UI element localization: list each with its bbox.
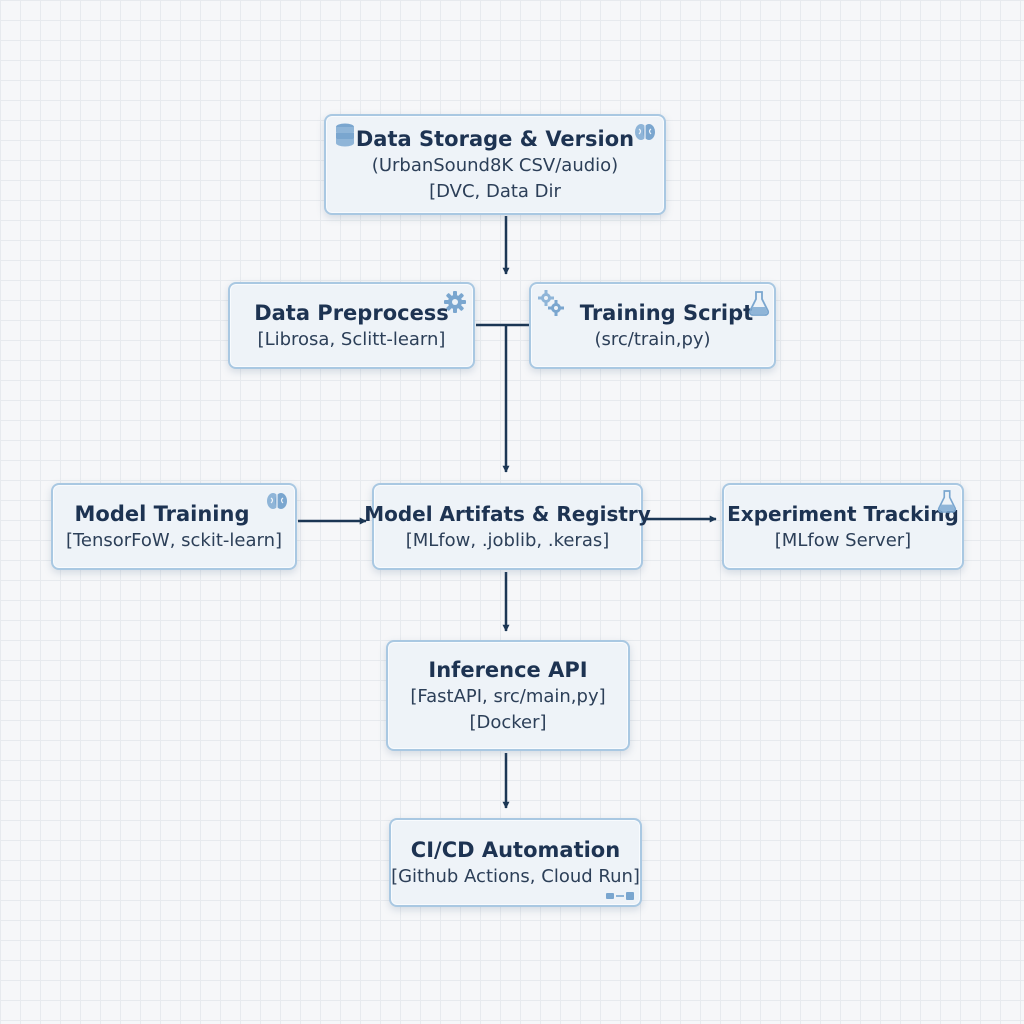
node-detail: [Docker]: [469, 711, 547, 733]
node-detail: [Github Actions, Cloud Run]: [391, 865, 640, 887]
node-detail: (src/train,py): [594, 328, 711, 350]
gears-icon: [538, 290, 564, 316]
flask-icon: [748, 291, 770, 316]
node-detail: [Librosa, Sclitt-learn]: [257, 328, 446, 350]
node-title: Data Preprocess: [254, 300, 449, 325]
node-detail: [MLfow, .joblib, .keras]: [405, 529, 610, 551]
node-detail: (UrbanSound8K CSV/audio): [371, 154, 619, 176]
pipeline-icon: [606, 892, 634, 900]
node-title: Training Script: [579, 300, 754, 325]
node-data-storage[interactable]: Data Storage & Version (UrbanSound8K CSV…: [324, 114, 666, 215]
gear-icon: [444, 291, 466, 313]
node-model-training[interactable]: Model Training [TensorFoW, sckit-learn]: [51, 483, 297, 570]
node-data-preprocess[interactable]: Data Preprocess [Librosa, Sclitt-learn]: [228, 282, 475, 369]
node-model-artifacts[interactable]: Model Artifats & Registry [MLfow, .jobli…: [364, 483, 651, 570]
node-title: Data Storage & Version: [355, 126, 635, 151]
brain-icon: [635, 124, 655, 140]
node-title: Experiment Tracking: [727, 501, 959, 526]
node-detail: [MLfow Server]: [774, 529, 912, 551]
node-detail: [DVC, Data Dir: [429, 180, 561, 202]
brain-icon: [267, 493, 287, 509]
node-detail: [TensorFoW, sckit-learn]: [65, 529, 283, 551]
node-experiment-tracking[interactable]: Experiment Tracking [MLfow Server]: [722, 483, 964, 570]
node-training-script[interactable]: Training Script (src/train,py): [529, 282, 776, 369]
node-title: Inference API: [428, 657, 588, 682]
node-cicd-automation[interactable]: CI/CD Automation [Github Actions, Cloud …: [389, 818, 642, 907]
node-title: Model Artifats & Registry: [364, 501, 651, 526]
node-title: Model Training: [74, 501, 250, 526]
node-title: CI/CD Automation: [410, 837, 621, 862]
database-icon: [336, 123, 354, 147]
node-inference-api[interactable]: Inference API [FastAPI, src/main,py] [Do…: [386, 640, 630, 751]
flask-icon: [937, 490, 957, 513]
node-detail: [FastAPI, src/main,py]: [410, 685, 606, 707]
